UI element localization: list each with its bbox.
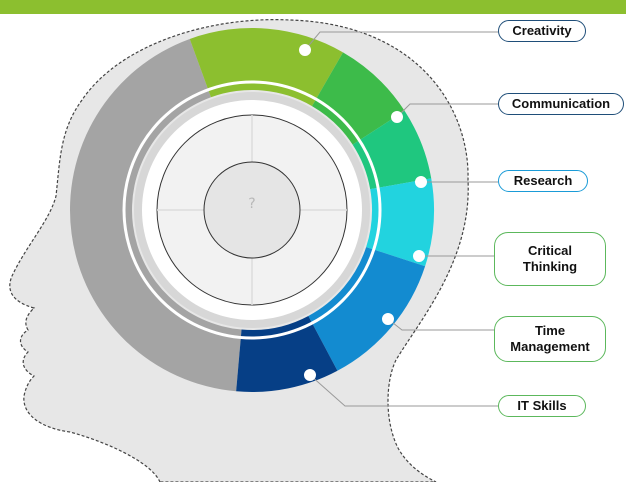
marker-dot-time-management (382, 313, 394, 325)
skill-label-creativity: Creativity (498, 20, 586, 42)
white-ring-divider (122, 80, 382, 340)
skill-label-it-skills: IT Skills (498, 395, 586, 417)
remaining-arc (70, 38, 242, 392)
skill-label-communication: Communication (498, 93, 624, 115)
marker-dot-it-skills (304, 369, 316, 381)
center-core (203, 161, 301, 259)
skill-label-critical-thinking: Critical Thinking (494, 232, 606, 286)
segment-communication (312, 52, 405, 145)
connector-it-skills (309, 374, 498, 407)
marker-dot-research (415, 176, 427, 188)
skill-label-research: Research (498, 170, 588, 192)
top-accent-bar (0, 0, 626, 14)
marker-dot-critical-thinking (413, 250, 425, 262)
marker-dot-communication (391, 111, 403, 123)
segment-time-management (308, 247, 426, 371)
skill-label-time-management: Time Management (494, 316, 606, 362)
connector-creativity (304, 31, 498, 51)
marker-dot-creativity (299, 44, 311, 56)
center-placeholder-icon: ? (248, 196, 255, 212)
connector-communication (396, 103, 498, 118)
segment-critical-thinking (366, 178, 434, 267)
